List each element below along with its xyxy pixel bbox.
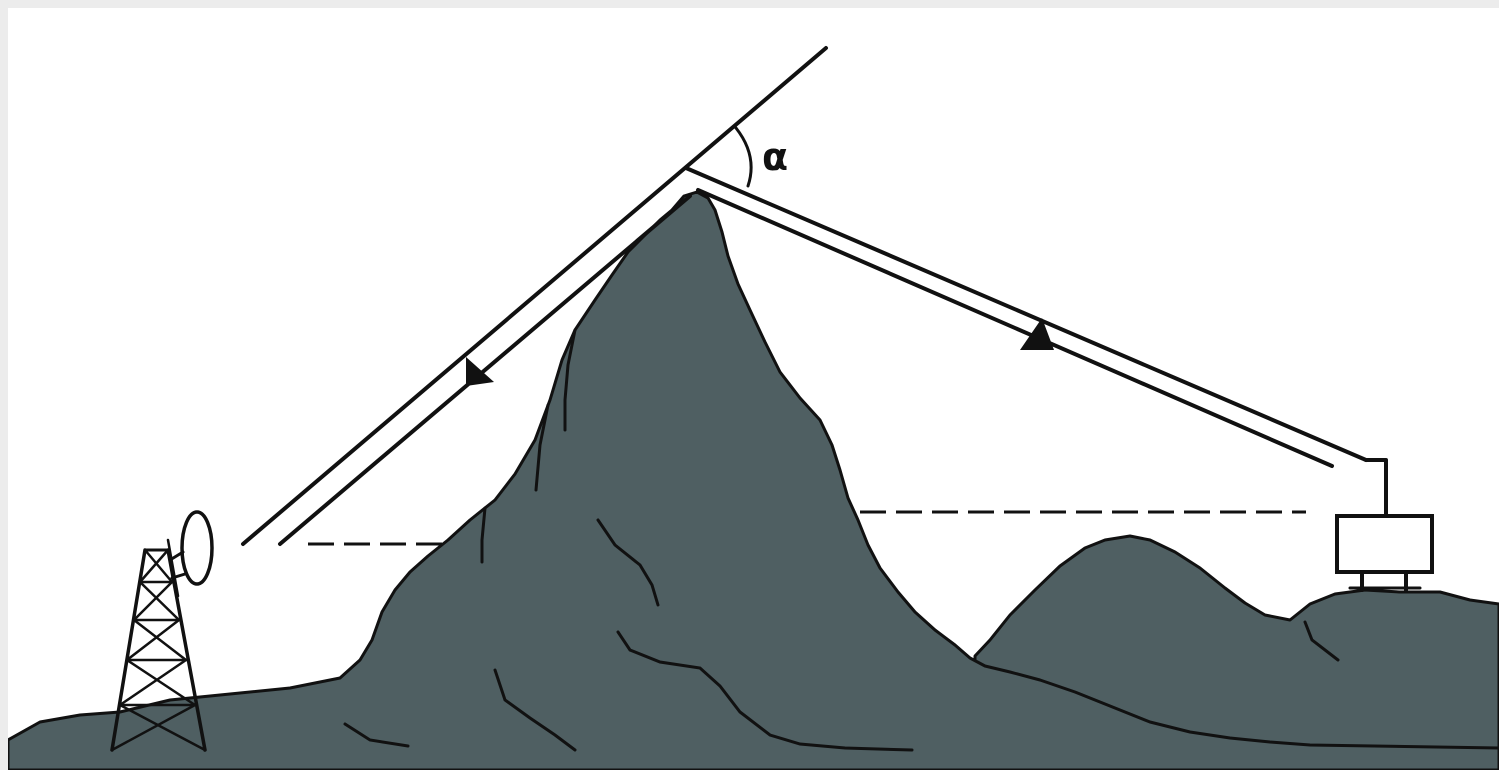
ridge-line-1 [563,328,577,432]
crack-line-3 [493,668,577,752]
direction-arrow-icon [466,357,494,386]
dish-antenna-icon [166,510,214,598]
receiver-box-icon [1335,458,1434,592]
angle-alpha-label: α [762,135,788,179]
antenna-tower-icon [110,548,207,752]
incident-beam-left [278,194,692,546]
ridge-line-2 [534,403,550,492]
angle-arc [734,126,753,188]
ridge-line-3 [480,506,487,564]
crack-line-1 [596,518,660,607]
diagram-canvas: α [8,8,1499,770]
reflected-beam-lower [696,188,1334,468]
mountain [8,190,1499,770]
crack-line-5 [1303,620,1340,662]
reflection-plane-line [241,46,828,546]
reflected-beam-upper [684,166,1368,462]
crack-line-4 [343,722,410,748]
crack-line-2 [616,630,914,752]
diagram-svg: α [8,46,1499,770]
direction-arrow-icon [1020,318,1054,350]
